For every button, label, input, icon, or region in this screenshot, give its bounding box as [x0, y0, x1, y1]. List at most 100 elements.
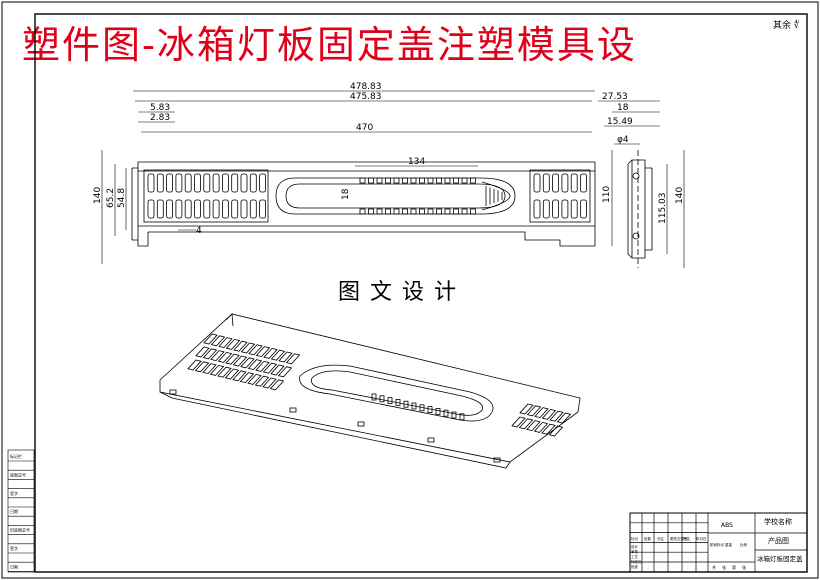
vent-slot: [561, 199, 569, 219]
dim-overall-1: 478.83: [350, 82, 382, 92]
vent-slot: [249, 199, 257, 219]
iso-vent-slot: [209, 364, 225, 376]
vent-slot: [203, 173, 211, 193]
vent-slot: [533, 199, 541, 219]
dim-side-18: 18: [617, 103, 629, 113]
vent-slot: [542, 199, 550, 219]
slot-rib: [453, 208, 459, 215]
iso-vent-slot: [232, 370, 247, 382]
iso-clip: [357, 421, 365, 427]
iso-vent-slot: [225, 353, 240, 365]
iso-vent-slot: [270, 364, 285, 376]
stamp-row-label: 日期: [10, 563, 18, 569]
iso-rib: [403, 400, 409, 408]
iso-clip: [493, 457, 501, 463]
iso-vent-slot: [278, 351, 293, 363]
front-view: [131, 161, 596, 247]
iso-clips: [169, 389, 501, 463]
iso-vent-slot: [526, 405, 542, 417]
iso-vent-slot: [224, 368, 240, 380]
slot-rib: [385, 208, 391, 215]
slot-rib: [444, 177, 451, 184]
iso-vent-slot: [195, 346, 210, 358]
iso-vent-slot: [217, 351, 233, 363]
iso-vents: [187, 333, 572, 437]
vent-slot: [231, 199, 239, 219]
vent-slot: [533, 173, 541, 193]
iso-rib: [419, 404, 425, 412]
tb-header: 处数: [644, 536, 652, 541]
tb-sheet-label: 张: [722, 564, 726, 570]
iso-vent-slot: [262, 362, 278, 374]
slot-rib: [376, 208, 383, 215]
slot-rib: [427, 208, 434, 215]
vent-slot: [194, 173, 201, 193]
vent-slot: [184, 199, 192, 219]
iso-vent-slot: [232, 355, 248, 367]
side-hole-bottom: [632, 232, 640, 240]
iso-rib: [459, 413, 465, 421]
iso-rib: [411, 402, 417, 410]
iso-vent-slot: [541, 423, 556, 435]
iso-vent-slot: [277, 366, 293, 378]
iso-front-edge: [159, 391, 511, 469]
slot-rib: [410, 177, 417, 184]
slot-rib: [436, 208, 442, 215]
vent-slot: [259, 173, 267, 193]
drawing-caption: 图文设计: [338, 280, 467, 305]
side-dimensions: 27.53 18 15.49 φ4 115.03 140: [598, 92, 685, 268]
slot-rib: [470, 208, 476, 215]
dim-slot-height: 18: [341, 188, 351, 200]
left-vent-frame: [143, 169, 269, 223]
slot-rib: [402, 177, 408, 184]
slot-rib: [461, 177, 468, 184]
nose-vents: [485, 186, 503, 206]
iso-vent-slot: [534, 407, 549, 419]
isometric-view: [159, 313, 581, 469]
vent-slot: [175, 199, 183, 219]
slot-rib: [419, 177, 425, 184]
iso-vent-slot: [533, 421, 549, 433]
tb-row-label: 批准: [631, 564, 639, 569]
iso-vent-slot: [518, 418, 534, 430]
dim-side-140: 140: [675, 187, 685, 204]
dim-length: 470: [356, 123, 373, 133]
iso-vent-slot: [187, 359, 202, 371]
tb-sheet-label: 第: [732, 564, 736, 570]
iso-vent-slot: [240, 357, 255, 369]
vent-slot: [580, 173, 587, 193]
side-lip: [627, 159, 633, 259]
iso-vent-slot: [225, 338, 241, 350]
vent-slot: [580, 199, 587, 219]
iso-vent-slot: [233, 340, 248, 352]
tb-row-label: 工艺: [631, 554, 639, 559]
iso-vent-slot: [202, 348, 218, 360]
vent-slot: [221, 199, 229, 219]
tb-product: 产品图: [768, 536, 789, 545]
tb-stage-label: 阶段标记: [710, 542, 724, 547]
inner-border: [34, 13, 808, 573]
tb-row-label: 审核: [631, 549, 639, 554]
lamp-slot-outer: [275, 177, 516, 215]
stamp-row-label: 签字: [10, 490, 18, 496]
side-flange: [645, 167, 653, 251]
dim-offset-2: 2.83: [150, 113, 170, 123]
tb-material: ABS: [721, 522, 733, 529]
iso-vent-slot: [218, 337, 233, 349]
iso-vent-slot: [254, 375, 270, 387]
dim-height-left: 140: [93, 187, 103, 204]
vent-slot: [166, 199, 174, 219]
slot-rib: [393, 177, 400, 184]
slot-rib: [444, 208, 451, 215]
stamp-row-label: 标记栏: [10, 453, 22, 459]
vent-slot: [147, 173, 155, 193]
tb-header: 标记: [631, 536, 639, 541]
dim-rib-width: 4: [196, 226, 202, 236]
tb-drawing-name: 冰箱灯板固定盖: [757, 554, 803, 563]
roughness-label: 其余: [773, 21, 792, 31]
tb-stage-label: 比例: [740, 542, 748, 547]
vent-slot: [184, 173, 192, 193]
slot-nose: [481, 181, 511, 211]
iso-vent-slot: [255, 346, 271, 358]
iso-vent-slot: [270, 349, 286, 361]
